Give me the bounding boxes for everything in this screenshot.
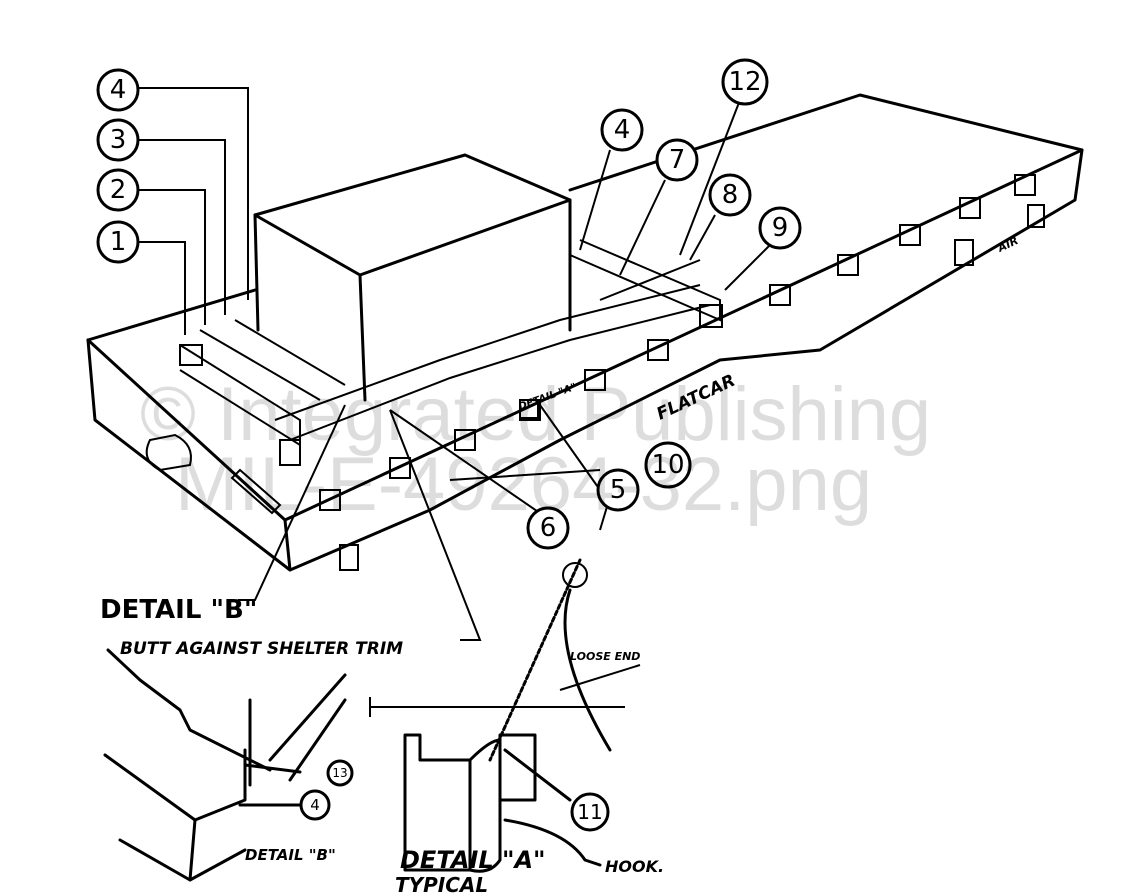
svg-text:10: 10 — [651, 450, 684, 480]
callout-11: 11 — [570, 792, 610, 832]
callout-3: 3 — [96, 118, 140, 162]
shelter — [253, 153, 572, 402]
watermark-line-2: MIL-E-49264-32.png — [175, 442, 872, 527]
svg-text:6: 6 — [540, 513, 557, 543]
callout-13: 13 — [326, 759, 354, 787]
callout-7: 7 — [655, 138, 699, 182]
tie-down-chain — [369, 558, 641, 762]
detail-b-label: DETAIL "B" — [100, 595, 257, 625]
detail-a-label: DETAIL "A" — [400, 846, 546, 874]
svg-text:2: 2 — [110, 175, 127, 205]
svg-text:9: 9 — [772, 213, 789, 243]
typical-label: TYPICAL — [395, 873, 488, 896]
svg-text:4: 4 — [614, 115, 631, 145]
callout-9: 9 — [758, 206, 802, 250]
svg-text:13: 13 — [332, 766, 347, 780]
detail-b-drawing — [103, 648, 347, 882]
svg-text:12: 12 — [728, 67, 761, 97]
callout-6: 6 — [526, 506, 570, 550]
svg-text:5: 5 — [610, 475, 627, 505]
blocking — [179, 239, 723, 466]
callout-4-detail: 4 — [299, 789, 331, 821]
callout-4-top: 4 — [96, 68, 140, 112]
watermark-line-1: © Integrated Publishing — [140, 372, 931, 457]
callout-10: 10 — [644, 441, 692, 489]
callout-2: 2 — [96, 168, 140, 212]
callout-12: 12 — [721, 58, 769, 106]
hook-label: HOOK. — [605, 857, 664, 876]
svg-text:4: 4 — [310, 796, 320, 814]
svg-text:1: 1 — [110, 227, 127, 257]
svg-text:7: 7 — [669, 145, 686, 175]
loose-end-label: LOOSE END — [570, 650, 640, 663]
air-label: AIR — [995, 234, 1021, 255]
svg-text:8: 8 — [722, 180, 739, 210]
detail-a-drawing — [403, 733, 602, 873]
callout-5: 5 — [596, 468, 640, 512]
svg-text:4: 4 — [110, 75, 127, 105]
callout-8: 8 — [708, 173, 752, 217]
svg-text:3: 3 — [110, 125, 127, 155]
leader-lines — [138, 87, 771, 641]
callout-4-right: 4 — [600, 108, 644, 152]
butt-against-label: BUTT AGAINST SHELTER TRIM — [120, 639, 403, 659]
svg-text:11: 11 — [577, 800, 602, 824]
callout-1: 1 — [96, 220, 140, 264]
detail-b-small-label: DETAIL "B" — [245, 846, 336, 864]
